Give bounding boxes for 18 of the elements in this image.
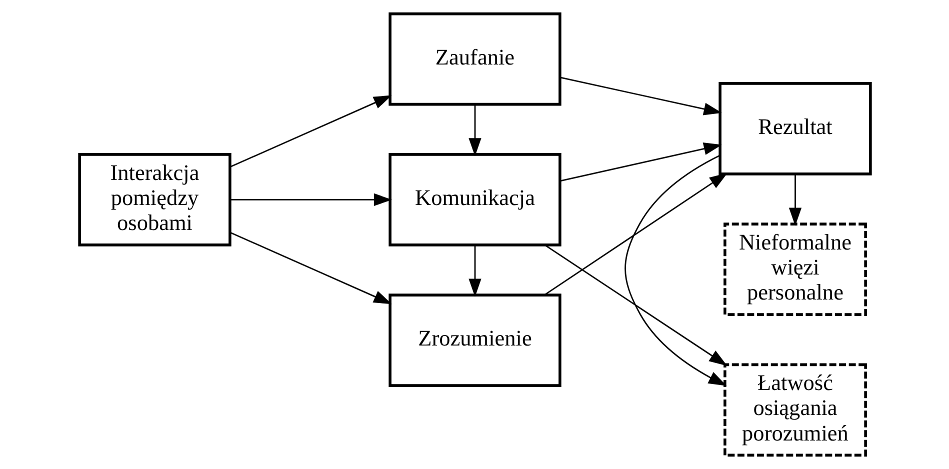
arrow bbox=[624, 154, 726, 386]
node-box: Nieformalne więzi personalne bbox=[723, 222, 866, 316]
node-box: Łatwość osiągania porozumień bbox=[723, 363, 866, 457]
arrow bbox=[229, 232, 392, 304]
node-box: Interakcja pomiędzy osobami bbox=[78, 153, 231, 246]
node-box: Rezultat bbox=[718, 82, 872, 176]
node-box: Zaufanie bbox=[388, 12, 561, 106]
arrow bbox=[544, 172, 728, 296]
arrow bbox=[788, 174, 802, 226]
node-box: Komunikacja bbox=[388, 153, 561, 246]
arrow bbox=[560, 142, 722, 182]
arrow bbox=[468, 244, 481, 297]
arrow bbox=[560, 76, 722, 116]
arrow bbox=[544, 244, 727, 366]
node-box: Zrozumienie bbox=[388, 294, 561, 387]
arrow bbox=[229, 95, 392, 168]
arrow bbox=[230, 193, 392, 206]
arrow bbox=[468, 104, 481, 156]
